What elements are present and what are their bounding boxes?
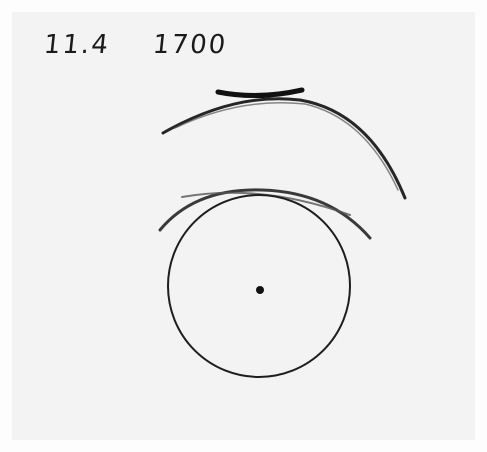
center-dot	[256, 286, 264, 294]
moon-circle	[168, 195, 350, 377]
outer-halo-arc-shading	[175, 103, 398, 190]
outer-halo-arc	[163, 99, 405, 198]
outer-arc-cap	[218, 90, 302, 96]
inner-halo-arc	[160, 190, 370, 238]
